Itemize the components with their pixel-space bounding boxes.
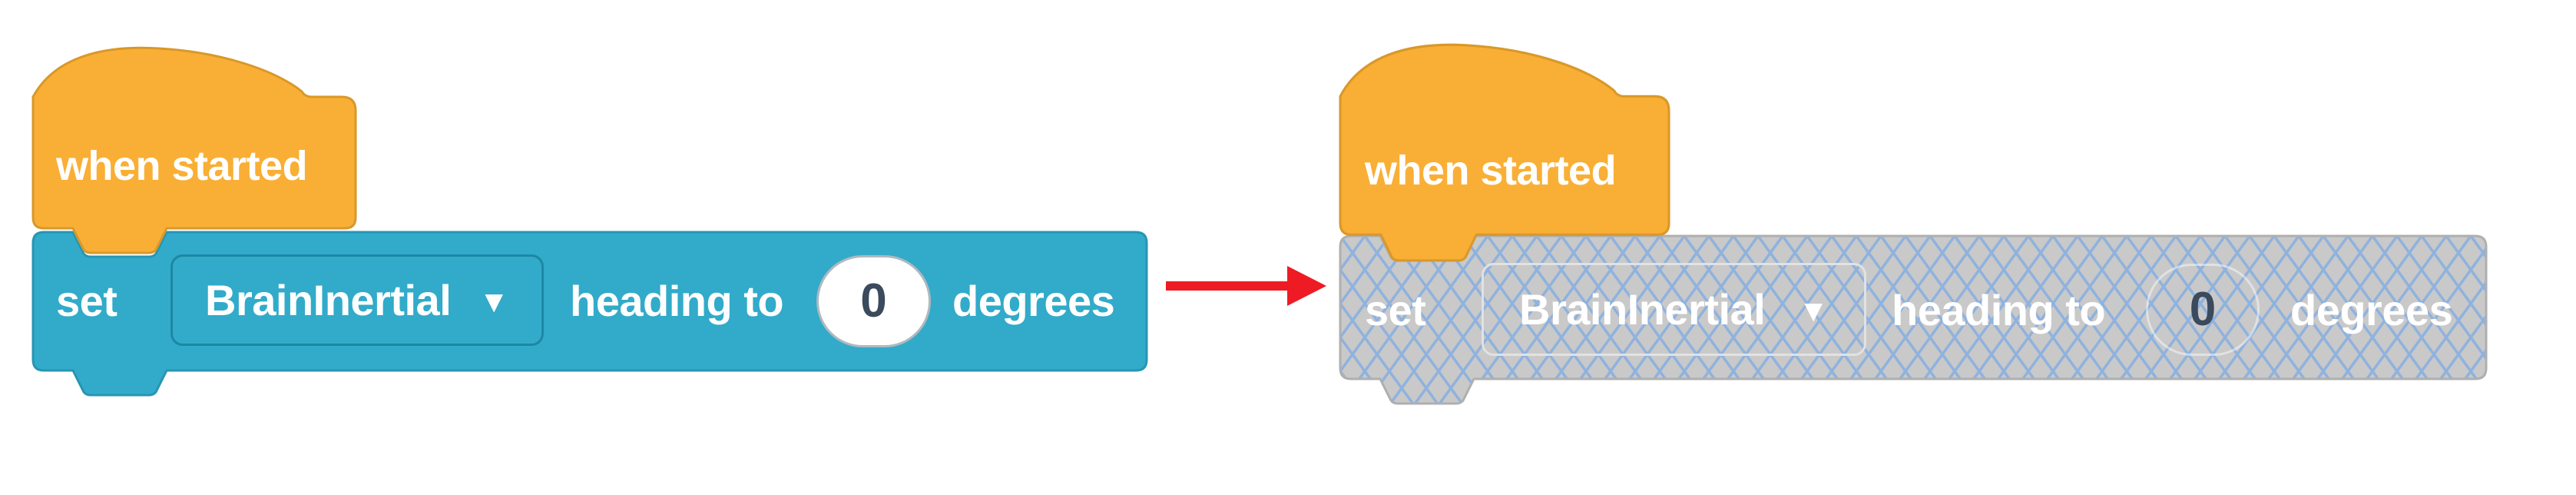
device-dropdown-value: BrainInertial bbox=[205, 275, 452, 324]
device-dropdown[interactable]: BrainInertial ▼ bbox=[171, 254, 544, 346]
dropdown-arrow-icon: ▼ bbox=[1798, 294, 1829, 328]
red-right-arrow-icon bbox=[1166, 266, 1326, 306]
heading-value: 0 bbox=[2189, 283, 2217, 336]
device-dropdown-value: BrainInertial bbox=[1519, 284, 1766, 334]
degrees-label: degrees bbox=[952, 277, 1115, 325]
arrow-head bbox=[1287, 266, 1326, 306]
heading-value-input-disabled: 0 bbox=[2146, 264, 2260, 356]
heading-value-input[interactable]: 0 bbox=[816, 255, 931, 347]
heading-to-label-disabled: heading to bbox=[1892, 286, 2106, 334]
hat-block-shape bbox=[31, 46, 357, 254]
heading-to-label: heading to bbox=[570, 277, 784, 325]
dropdown-arrow-icon: ▼ bbox=[478, 284, 509, 319]
hat-label: when started bbox=[56, 143, 308, 189]
device-dropdown-disabled: BrainInertial ▼ bbox=[1482, 263, 1866, 356]
hat-block-shape bbox=[1339, 43, 1670, 262]
set-label: set bbox=[56, 277, 118, 325]
arrow-shaft bbox=[1166, 281, 1290, 291]
hat-label: when started bbox=[1365, 148, 1617, 194]
when-started-hat-block[interactable] bbox=[1339, 43, 1670, 262]
set-label-disabled: set bbox=[1365, 286, 1426, 334]
degrees-label-disabled: degrees bbox=[2290, 286, 2453, 334]
heading-value: 0 bbox=[860, 274, 887, 327]
when-started-hat-block[interactable] bbox=[31, 46, 357, 254]
